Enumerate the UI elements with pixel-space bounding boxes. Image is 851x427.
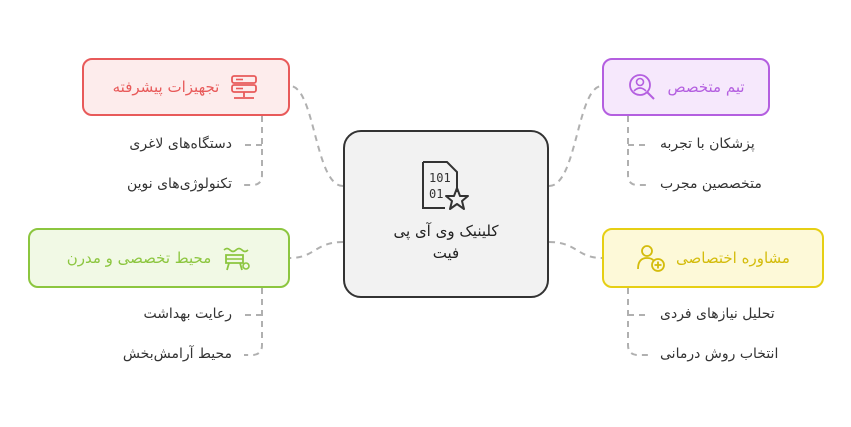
connector-environment xyxy=(289,241,344,259)
team-item-2: متخصصین مجرب xyxy=(660,176,762,192)
node-team-label: تیم متخصص xyxy=(667,78,745,96)
center-node[interactable]: 101 01 کلینیک وی آی پی فیت xyxy=(343,130,549,298)
user-plus-icon xyxy=(637,245,665,272)
branch-team xyxy=(627,116,648,186)
node-environment[interactable]: محیط تخصصی و مدرن xyxy=(28,228,290,288)
bed-waves-icon xyxy=(223,247,251,271)
team-item-1: پزشکان با تجربه xyxy=(660,136,755,152)
branch-consult xyxy=(627,288,648,356)
node-consult-label: مشاوره اختصاصی xyxy=(676,249,790,267)
node-consult[interactable]: مشاوره اختصاصی xyxy=(602,228,824,288)
center-title-line2: فیت xyxy=(432,244,460,262)
connector-team xyxy=(548,85,603,187)
doctor-search-icon xyxy=(629,74,656,100)
server-icon xyxy=(231,75,258,99)
node-equipment[interactable]: تجهیزات پیشرفته xyxy=(82,58,290,116)
branch-environment xyxy=(244,288,263,356)
equipment-item-1: دستگاه‌های لاغری xyxy=(129,136,232,152)
svg-text:01: 01 xyxy=(429,187,443,201)
branch-equipment xyxy=(244,116,263,186)
center-title-line1: کلینیک وی آی پی xyxy=(393,222,499,240)
connector-consult xyxy=(548,241,603,259)
svg-text:101: 101 xyxy=(429,171,451,185)
environment-item-1: رعایت بهداشت xyxy=(143,306,232,322)
binary-star-icon: 101 01 xyxy=(422,161,469,210)
connector-equipment xyxy=(289,85,344,187)
consult-item-2: انتخاب روش درمانی xyxy=(660,346,779,362)
environment-item-2: محیط آرامش‌بخش xyxy=(122,346,232,362)
node-equipment-label: تجهیزات پیشرفته xyxy=(112,78,220,96)
equipment-item-2: تکنولوژی‌های نوین xyxy=(126,176,232,192)
consult-item-1: تحلیل نیازهای فردی xyxy=(660,306,775,322)
node-team[interactable]: تیم متخصص xyxy=(602,58,770,116)
node-environment-label: محیط تخصصی و مدرن xyxy=(66,249,212,267)
